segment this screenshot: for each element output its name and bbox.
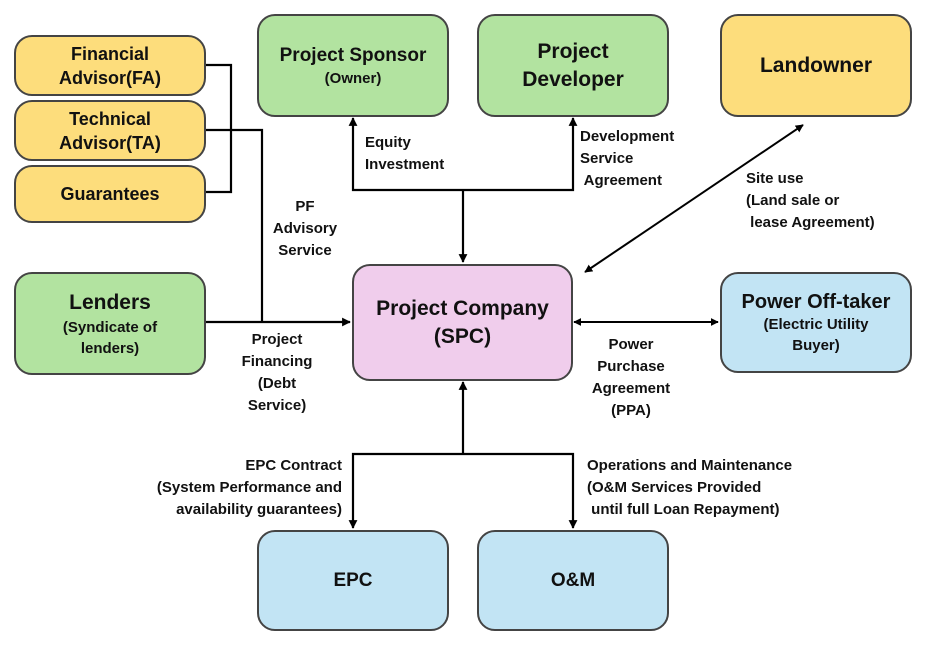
power-offtaker-subtitle-line2: Buyer) <box>792 336 840 354</box>
equity-investment-label: Equity Investment <box>365 134 445 173</box>
lenders-subtitle-line2: lenders) <box>80 339 140 357</box>
development-service-arrow <box>463 117 578 192</box>
equity-investment-arrow <box>348 117 463 192</box>
guarantees-title: Guarantees <box>60 184 160 204</box>
technical-advisor-line1: Technical <box>69 108 151 129</box>
power-offtaker-box: Power Off-taker (Electric Utility Buyer) <box>720 272 912 373</box>
project-developer-line2: Developer <box>522 67 624 91</box>
landowner-title: Landowner <box>759 53 872 77</box>
project-company-line1: Project Company <box>376 296 549 320</box>
project-company-line2: (SPC) <box>433 324 492 348</box>
epc-contract-label: EPC Contract (System Performance and ava… <box>156 457 342 518</box>
lenders-box: Lenders (Syndicate of lenders) <box>14 272 206 375</box>
lenders-subtitle-line1: (Syndicate of <box>62 318 158 336</box>
om-arrow <box>463 452 578 529</box>
project-sponsor-title: Project Sponsor <box>279 45 427 66</box>
landowner-box: Landowner <box>720 14 912 117</box>
pf-advisory-line <box>205 128 264 322</box>
pf-advisory-service-label: PF Advisory Service <box>272 198 338 259</box>
project-sponsor-box: Project Sponsor (Owner) <box>257 14 449 117</box>
financial-advisor-box: Financial Advisor(FA) <box>14 35 206 96</box>
epc-contract-arrow <box>348 452 463 529</box>
guarantees-box: Guarantees <box>14 165 206 223</box>
development-service-agreement-label: Development Service Agreement <box>580 128 675 189</box>
project-company-box: Project Company (SPC) <box>352 264 573 381</box>
lenders-title: Lenders <box>69 290 151 314</box>
advisor-bracket-line <box>205 63 233 194</box>
site-use-label: Site use (Land sale or lease Agreement) <box>746 170 875 231</box>
project-developer-line1: Project <box>537 39 609 63</box>
operations-maintenance-label: Operations and Maintenance (O&M Services… <box>587 457 793 518</box>
technical-advisor-line2: Advisor(TA) <box>59 132 161 153</box>
project-sponsor-subtitle: (Owner) <box>324 70 382 87</box>
power-purchase-agreement-label: Power Purchase Agreement (PPA) <box>591 336 671 419</box>
financial-advisor-line2: Advisor(FA) <box>58 67 161 88</box>
om-title: O&M <box>550 569 596 591</box>
project-developer-box: Project Developer <box>477 14 669 117</box>
epc-box: EPC <box>257 530 449 631</box>
power-offtaker-title: Power Off-taker <box>741 290 891 313</box>
om-box: O&M <box>477 530 669 631</box>
epc-title: EPC <box>333 569 373 591</box>
power-offtaker-subtitle-line1: (Electric Utility <box>763 315 869 333</box>
site-use-arrow <box>584 124 804 273</box>
technical-advisor-box: Technical Advisor(TA) <box>14 100 206 161</box>
financial-advisor-line1: Financial <box>70 43 150 64</box>
project-financing-label: Project Financing (Debt Service) <box>241 331 313 414</box>
